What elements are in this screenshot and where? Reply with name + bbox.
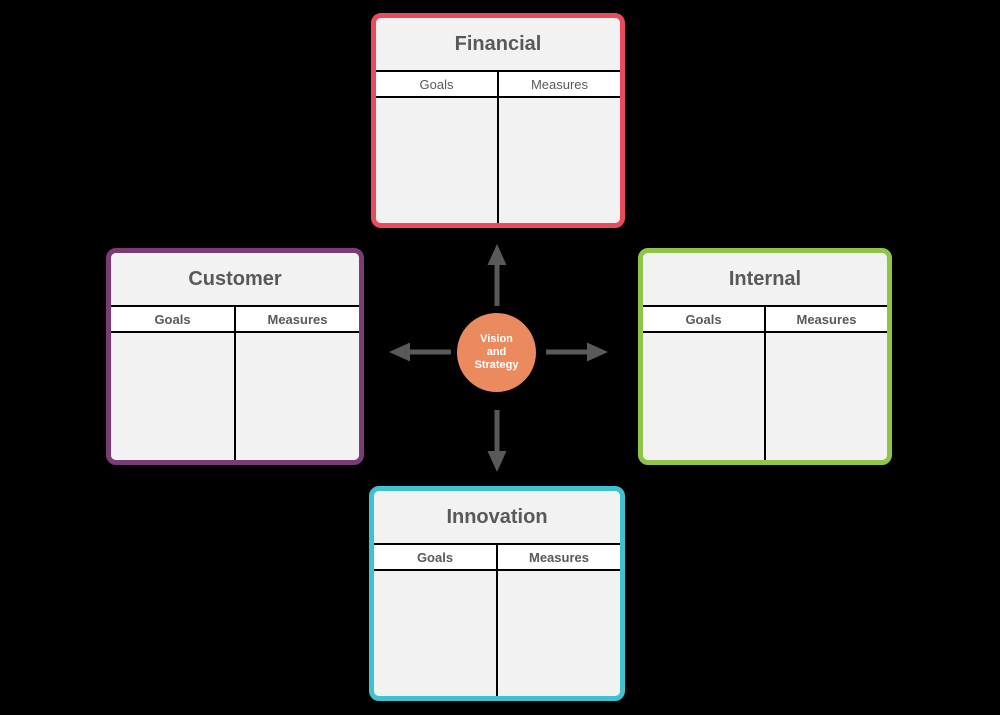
goals-cell	[374, 571, 496, 696]
panel-financial-title: Financial	[376, 18, 620, 70]
column-header-measures: Measures	[234, 307, 359, 331]
panel-financial-table-header: Goals Measures	[376, 70, 620, 98]
column-header-goals: Goals	[416, 549, 454, 565]
panel-customer-table-body	[111, 333, 359, 460]
column-header-measures: Measures	[764, 307, 887, 331]
vision-circle-line: Vision	[480, 333, 513, 345]
panel-innovation-table-body	[374, 571, 620, 696]
arrow-right-icon	[546, 342, 608, 362]
panel-internal-title: Internal	[643, 253, 887, 305]
arrow-left-icon	[389, 342, 451, 362]
arrow-down-icon	[487, 410, 507, 472]
measures-cell	[234, 333, 359, 460]
column-header-goals: Goals	[154, 311, 191, 327]
column-header-measures: Measures	[497, 72, 620, 96]
panel-internal-table-header: Goals Measures	[643, 305, 887, 333]
column-header-goals: Goals	[419, 76, 454, 92]
panel-internal-table-body	[643, 333, 887, 460]
arrow-up-icon	[487, 244, 507, 306]
panel-innovation: Innovation Goals Measures	[369, 486, 625, 701]
vision-circle-line: Strategy	[474, 359, 519, 371]
panel-innovation-table-header: Goals Measures	[374, 543, 620, 571]
panel-financial-table-body	[376, 98, 620, 223]
panel-innovation-title: Innovation	[374, 491, 620, 543]
vision-circle-line: and	[486, 346, 507, 358]
panel-customer-title: Customer	[111, 253, 359, 305]
measures-cell	[764, 333, 887, 460]
panel-financial: Financial Goals Measures	[371, 13, 625, 228]
measures-cell	[496, 571, 620, 696]
column-header-measures: Measures	[496, 545, 620, 569]
goals-cell	[111, 333, 234, 460]
goals-cell	[376, 98, 497, 223]
panel-customer-table-header: Goals Measures	[111, 305, 359, 333]
goals-cell	[643, 333, 764, 460]
panel-customer: Customer Goals Measures	[106, 248, 364, 465]
vision-and-strategy-circle: Vision and Strategy	[457, 313, 536, 392]
column-header-goals: Goals	[685, 311, 722, 327]
panel-internal: Internal Goals Measures	[638, 248, 892, 465]
measures-cell	[497, 98, 620, 223]
